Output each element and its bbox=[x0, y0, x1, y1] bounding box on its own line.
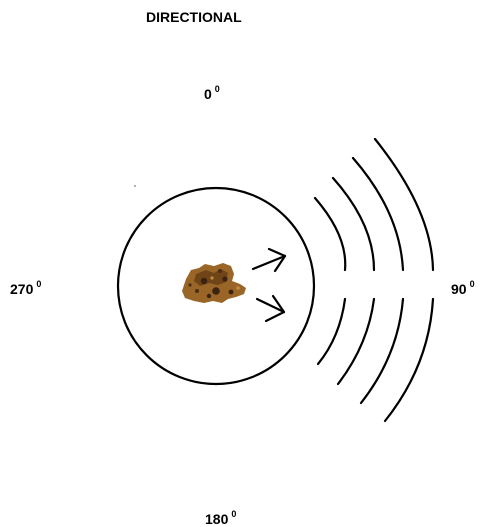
wave-arc-2-upper bbox=[331, 176, 376, 272]
rock-icon bbox=[182, 263, 246, 303]
speck bbox=[134, 185, 136, 187]
sound-wave-arcs bbox=[313, 137, 435, 423]
wave-arc-1-upper bbox=[313, 196, 347, 272]
label-270-value: 270 bbox=[10, 281, 34, 297]
label-0-value: 0 bbox=[204, 86, 212, 102]
degree-sign-0: 0 bbox=[214, 84, 220, 94]
degree-sign-270: 0 bbox=[36, 279, 42, 289]
wave-arc-4-lower bbox=[383, 297, 435, 423]
degree-sign-180: 0 bbox=[231, 509, 237, 519]
arrow-right-icon bbox=[251, 247, 287, 273]
diagram-title: DIRECTIONAL bbox=[146, 9, 242, 25]
wave-arc-2-lower bbox=[336, 297, 376, 386]
wave-arc-1-lower bbox=[316, 297, 347, 366]
wave-arc-3-upper bbox=[351, 156, 405, 272]
wave-arc-3-lower bbox=[359, 297, 405, 405]
wave-arc-4-upper bbox=[373, 137, 435, 272]
source-circle bbox=[116, 186, 316, 386]
label-90-value: 90 bbox=[451, 281, 467, 297]
arrow-right-icon bbox=[255, 294, 286, 323]
degree-sign-90: 0 bbox=[469, 279, 475, 289]
label-180-value: 180 bbox=[205, 511, 229, 527]
